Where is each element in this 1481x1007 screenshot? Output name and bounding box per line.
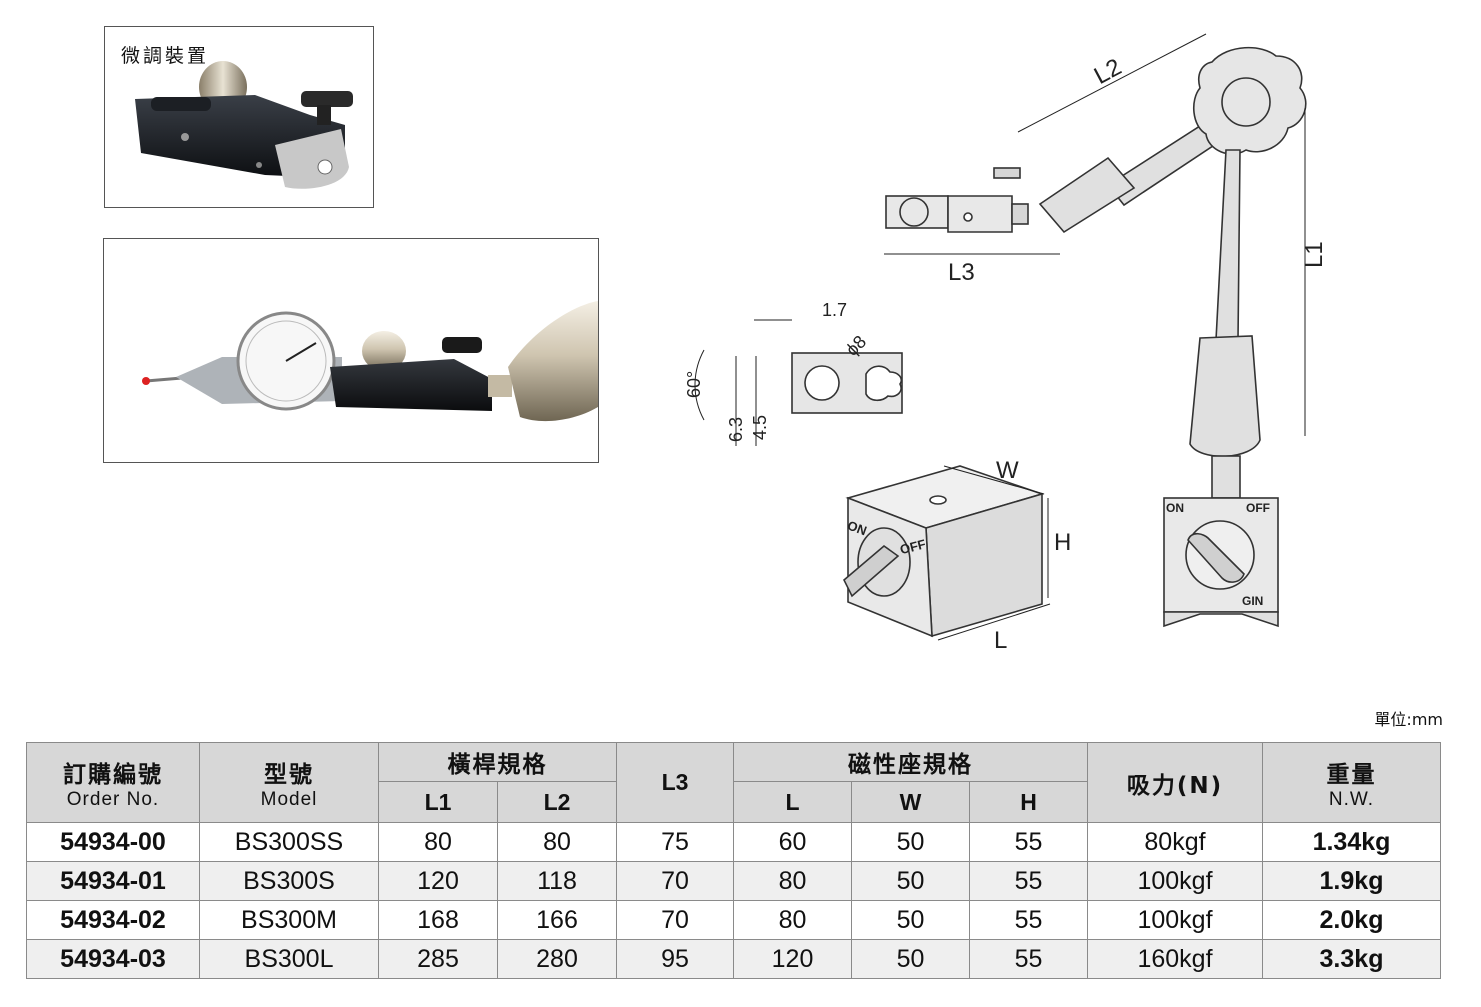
base-off-label: OFF bbox=[1246, 501, 1270, 515]
dim-1-7: 1.7 bbox=[822, 300, 847, 320]
dim-l2: L2 bbox=[1090, 53, 1126, 89]
fine-adjust-caption: 微調裝置 bbox=[121, 45, 210, 67]
header-order: 訂購編號 Order No. bbox=[26, 742, 200, 823]
fine-adjust-device-illustration bbox=[135, 61, 353, 189]
header-weight: 重量 N.W. bbox=[1262, 742, 1441, 823]
cell-l: 80 bbox=[733, 861, 852, 901]
base-on-label: ON bbox=[1166, 501, 1184, 515]
base-gin-label: GIN bbox=[1242, 594, 1263, 608]
cell-l3: 75 bbox=[616, 822, 734, 862]
cell-l2: 118 bbox=[497, 861, 617, 901]
cell-w: 50 bbox=[851, 939, 970, 979]
dim-l: L bbox=[994, 627, 1007, 654]
cell-h: 55 bbox=[969, 939, 1088, 979]
center-knob-hub bbox=[1221, 77, 1271, 127]
base-post bbox=[1211, 455, 1241, 499]
cell-weight: 2.0kg bbox=[1262, 900, 1441, 940]
cell-l2: 166 bbox=[497, 900, 617, 940]
cell-weight: 3.3kg bbox=[1262, 939, 1441, 979]
indicator-photo bbox=[103, 238, 599, 463]
cell-model: BS300L bbox=[199, 939, 379, 979]
cell-l1: 285 bbox=[378, 939, 498, 979]
dim-l3: L3 bbox=[948, 259, 975, 286]
header-force: 吸力(N) bbox=[1087, 742, 1263, 823]
table-row: 54934-03 BS300L 285 280 95 120 50 55 160… bbox=[26, 939, 1441, 979]
header-l3: L3 bbox=[616, 742, 734, 823]
lower-arm-joint bbox=[1189, 335, 1261, 458]
dim-h: H bbox=[1054, 529, 1071, 556]
cell-h: 55 bbox=[969, 861, 1088, 901]
cell-l2: 280 bbox=[497, 939, 617, 979]
cell-w: 50 bbox=[851, 822, 970, 862]
unit-note: 單位:mm bbox=[1374, 710, 1443, 729]
header-model: 型號 Model bbox=[199, 742, 379, 823]
cell-order: 54934-00 bbox=[26, 822, 200, 862]
cell-weight: 1.9kg bbox=[1262, 861, 1441, 901]
header-model-en: Model bbox=[260, 788, 318, 810]
cell-l3: 70 bbox=[616, 861, 734, 901]
header-h: H bbox=[969, 781, 1088, 823]
header-weight-zh: 重量 bbox=[1326, 761, 1377, 788]
cell-l1: 168 bbox=[378, 900, 498, 940]
table-row: 54934-01 BS300S 120 118 70 80 50 55 100k… bbox=[26, 861, 1441, 901]
cell-l1: 80 bbox=[378, 822, 498, 862]
cell-l3: 95 bbox=[616, 939, 734, 979]
cell-l: 60 bbox=[733, 822, 852, 862]
iso-on-label: ON bbox=[845, 518, 868, 539]
indicator-assembly-illustration bbox=[142, 301, 598, 422]
table-row: 54934-00 BS300SS 80 80 75 60 50 55 80kgf… bbox=[26, 822, 1441, 862]
base-switch-lever bbox=[1187, 532, 1245, 583]
header-order-zh: 訂購編號 bbox=[63, 761, 163, 788]
cell-w: 50 bbox=[851, 861, 970, 901]
table-row: 54934-02 BS300M 168 166 70 80 50 55 100k… bbox=[26, 900, 1441, 940]
cell-force: 160kgf bbox=[1087, 939, 1263, 979]
cell-l1: 120 bbox=[378, 861, 498, 901]
cell-force: 100kgf bbox=[1087, 900, 1263, 940]
cell-l2: 80 bbox=[497, 822, 617, 862]
cell-model: BS300SS bbox=[199, 822, 379, 862]
stand-dimension-drawing: L2 L1 L3 W H L 1.7 ϕ8 60° 6.3 4.5 ON OFF… bbox=[684, 33, 1328, 654]
cell-order: 54934-03 bbox=[26, 939, 200, 979]
upper-arm-joint bbox=[1038, 156, 1136, 234]
dim-4-5: 4.5 bbox=[750, 415, 770, 440]
header-l1: L1 bbox=[378, 781, 498, 823]
header-order-en: Order No. bbox=[66, 788, 160, 810]
header-base-spec: 磁性座規格 bbox=[733, 742, 1088, 782]
header-w: W bbox=[851, 781, 970, 823]
dim-60: 60° bbox=[684, 371, 704, 398]
cell-h: 55 bbox=[969, 822, 1088, 862]
header-arm-spec: 橫桿規格 bbox=[378, 742, 617, 782]
cell-order: 54934-02 bbox=[26, 900, 200, 940]
cell-model: BS300M bbox=[199, 900, 379, 940]
cell-model: BS300S bbox=[199, 861, 379, 901]
cell-l: 120 bbox=[733, 939, 852, 979]
spec-table: 訂購編號 Order No. 型號 Model 橫桿規格 L3 磁性座規格 吸力… bbox=[26, 742, 1441, 979]
cell-l3: 70 bbox=[616, 900, 734, 940]
iso-off-label: OFF bbox=[898, 536, 927, 557]
cell-w: 50 bbox=[851, 900, 970, 940]
cell-force: 80kgf bbox=[1087, 822, 1263, 862]
lower-arm bbox=[1215, 149, 1241, 341]
cell-h: 55 bbox=[969, 900, 1088, 940]
header-weight-en: N.W. bbox=[1328, 788, 1375, 810]
dim-6-3: 6.3 bbox=[726, 417, 746, 442]
header-l2: L2 bbox=[497, 781, 617, 823]
dim-w: W bbox=[996, 457, 1019, 484]
cell-order: 54934-01 bbox=[26, 861, 200, 901]
cell-l: 80 bbox=[733, 900, 852, 940]
dim-l1: L1 bbox=[1301, 241, 1328, 268]
header-model-zh: 型號 bbox=[264, 761, 314, 788]
cell-weight: 1.34kg bbox=[1262, 822, 1441, 862]
header-l: L bbox=[733, 781, 852, 823]
fine-adjust-photo: 微調裝置 bbox=[104, 26, 374, 208]
cell-force: 100kgf bbox=[1087, 861, 1263, 901]
